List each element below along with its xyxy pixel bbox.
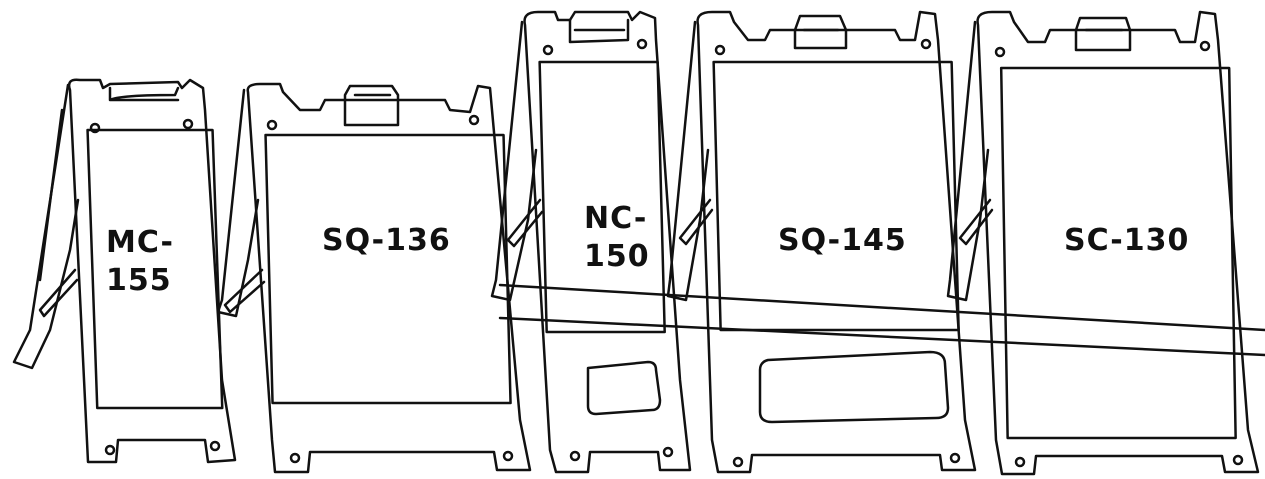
sign-mc-155-brace xyxy=(38,268,79,318)
sign-sq-136-brace xyxy=(223,268,266,314)
sign-sq-145-frame xyxy=(696,10,977,474)
model-label-nc-150: NC- 150 xyxy=(584,200,650,276)
sign-sq-136-rear-leg xyxy=(216,88,260,318)
sign-sc-130-panel xyxy=(999,66,1237,440)
sign-nc-150-hole xyxy=(636,38,648,50)
sign-mc-155-frame xyxy=(67,78,237,464)
sign-sc-130-hole xyxy=(1014,456,1026,468)
sign-mc-155-hole xyxy=(182,118,194,130)
sign-sq-145-hole xyxy=(949,452,961,464)
sign-sc-130 xyxy=(946,10,1260,476)
sign-sq-145-cutout xyxy=(758,350,950,424)
sign-sq-136-hole xyxy=(502,450,514,462)
sign-nc-150-handle xyxy=(568,18,630,44)
sign-sc-130-rear-leg xyxy=(946,20,990,302)
sign-sq-136-hole xyxy=(468,114,480,126)
model-label-sq-145: SQ-145 xyxy=(778,223,907,258)
sign-mc-155-hole xyxy=(104,444,116,456)
sign-sc-130-hole xyxy=(994,46,1006,58)
model-label-line: 150 xyxy=(584,239,650,274)
sign-sc-130-hole xyxy=(1199,40,1211,52)
sign-sq-136-frame xyxy=(246,82,532,474)
sign-mc-155-rear-leg xyxy=(12,83,80,370)
sign-sq-136 xyxy=(216,82,532,474)
sign-sq-136-hole xyxy=(289,452,301,464)
sign-sq-145-handle xyxy=(793,14,848,50)
sign-sq-136-panel xyxy=(264,133,512,405)
sign-sq-145-panel xyxy=(712,60,960,332)
sign-mc-155-hole xyxy=(209,440,221,452)
sign-mc-155 xyxy=(12,78,237,464)
background-rails xyxy=(498,283,1265,357)
sign-nc-150 xyxy=(490,10,692,474)
sign-sq-145-hole xyxy=(920,38,932,50)
model-label-sq-136: SQ-136 xyxy=(322,223,451,258)
model-label-line: MC- xyxy=(106,225,175,260)
sign-nc-150-panel xyxy=(538,60,666,334)
sign-sq-145-hole xyxy=(732,456,744,468)
sign-mc-155-rear-leg-inner xyxy=(38,108,64,282)
model-label-mc-155: MC- 155 xyxy=(106,224,174,300)
sign-sq-136-handle xyxy=(343,84,400,127)
sign-sq-145-rear-leg xyxy=(666,20,710,302)
model-label-sc-130: SC-130 xyxy=(1064,223,1190,258)
model-label-line: 155 xyxy=(106,263,172,298)
model-label-line: NC- xyxy=(584,201,648,236)
sign-sc-130-handle xyxy=(1074,16,1132,52)
sign-sc-130-hole xyxy=(1232,454,1244,466)
sign-nc-150-rear-leg xyxy=(490,20,538,302)
sign-nc-150-hole xyxy=(662,446,674,458)
sign-sq-145-brace xyxy=(678,198,714,246)
rail xyxy=(498,316,1265,357)
sign-nc-150-frame xyxy=(523,10,692,474)
rail xyxy=(498,283,1265,332)
sign-mc-155-hole xyxy=(89,122,101,134)
sign-nc-150-hole xyxy=(569,450,581,462)
sign-sc-130-frame xyxy=(976,10,1260,476)
sign-sc-130-brace xyxy=(958,198,994,246)
sign-mc-155-handle xyxy=(108,86,180,102)
sign-sq-145-hole xyxy=(714,44,726,56)
sign-sq-136-hole xyxy=(266,119,278,131)
sign-nc-150-brace xyxy=(506,198,544,248)
sign-sq-145 xyxy=(666,10,977,474)
sign-nc-150-hole xyxy=(542,44,554,56)
sign-mc-155-panel xyxy=(86,128,224,410)
sign-nc-150-cutout xyxy=(586,360,662,416)
